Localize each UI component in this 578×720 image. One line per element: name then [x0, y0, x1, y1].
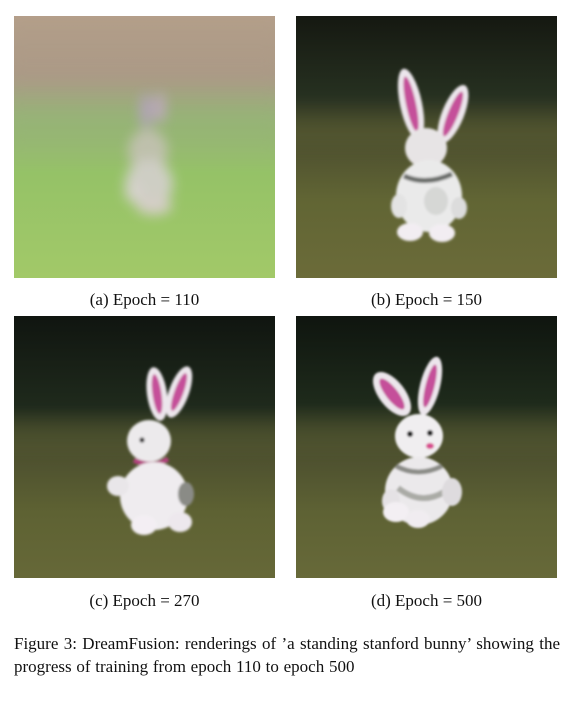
rendering-epoch-110-image	[14, 16, 275, 278]
rendering-epoch-270-image	[14, 316, 275, 578]
subcaption-a: (a) Epoch = 110	[89, 290, 200, 309]
figure-caption: Figure 3: DreamFusion: renderings of ’a …	[14, 634, 560, 676]
subcaption-b: (b) Epoch = 150	[370, 290, 483, 309]
subcaption-c: (c) Epoch = 270	[89, 591, 200, 610]
subcaption-d: (d) Epoch = 500	[370, 591, 483, 610]
rendering-epoch-150-image	[296, 16, 557, 278]
rendering-epoch-500-image	[296, 316, 557, 578]
